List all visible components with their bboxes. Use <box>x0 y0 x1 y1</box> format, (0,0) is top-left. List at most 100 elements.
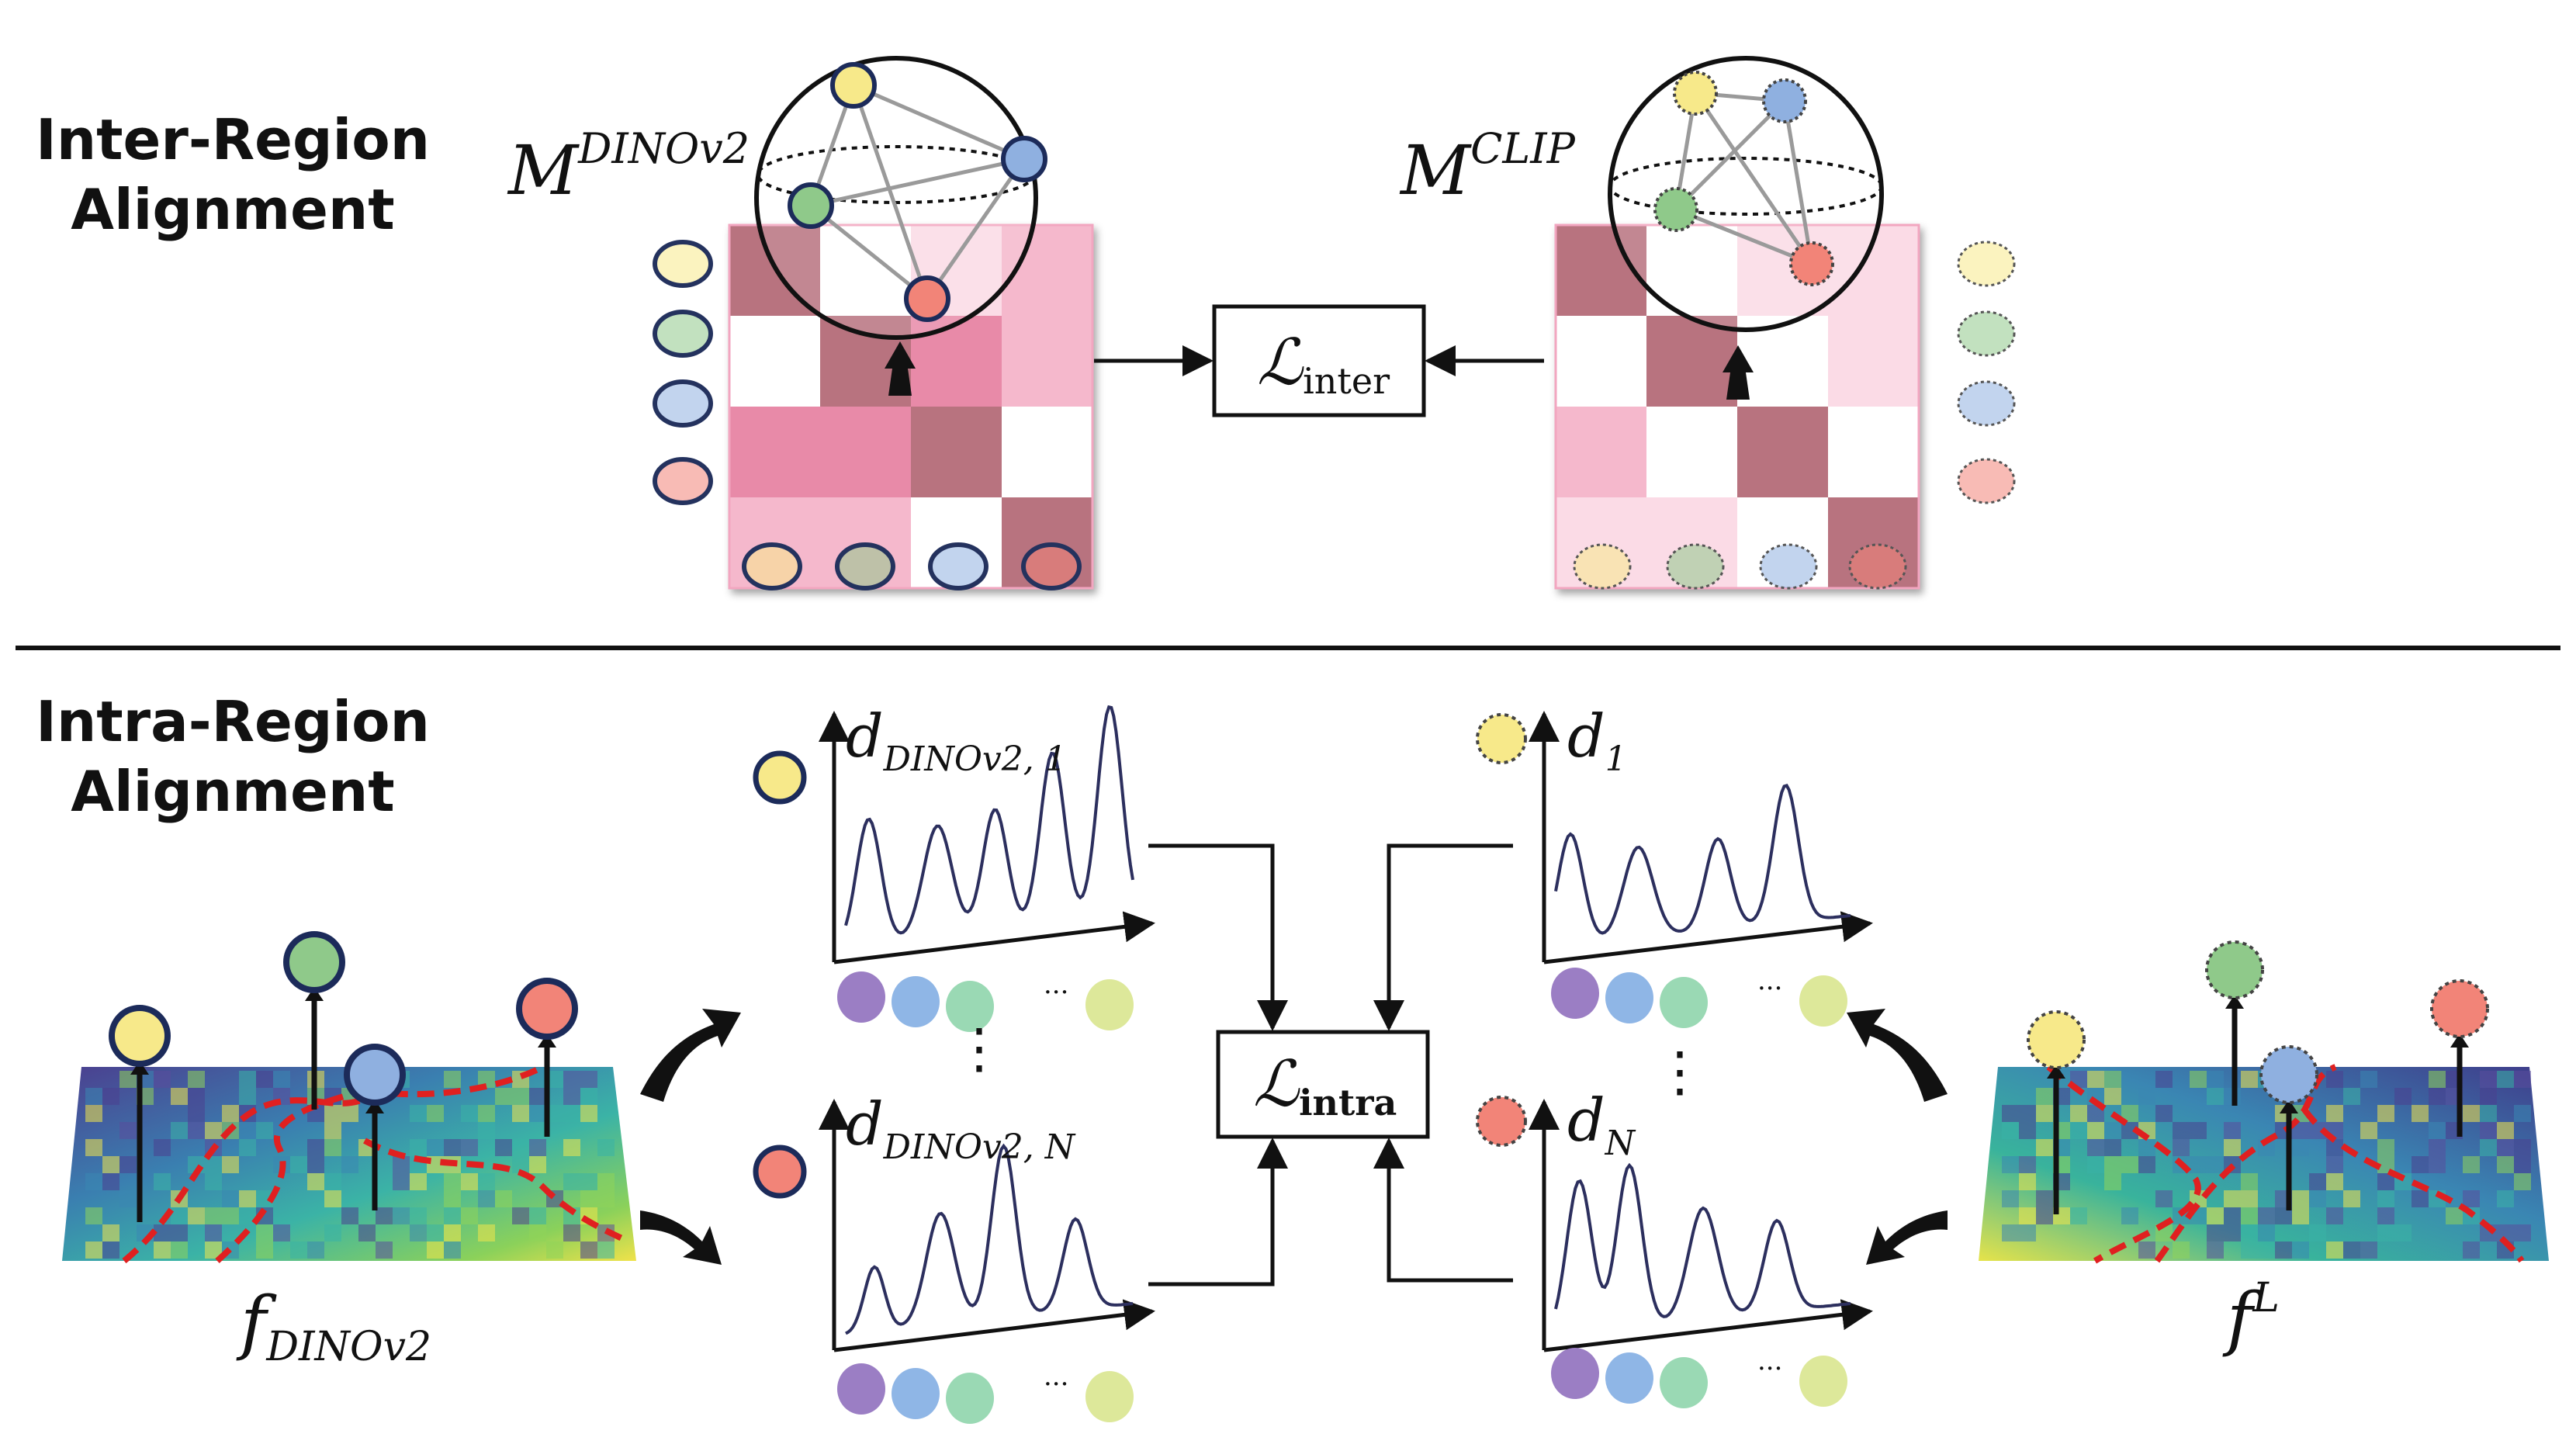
feature-texture <box>580 1105 597 1122</box>
feature-texture <box>290 1156 307 1173</box>
feature-texture <box>2258 1207 2275 1224</box>
feature-texture <box>239 1207 256 1224</box>
feature-texture <box>2036 1105 2053 1122</box>
token-icon <box>1660 977 1708 1028</box>
token-icon <box>1085 979 1134 1030</box>
token-icon <box>1551 1348 1599 1399</box>
feature-texture <box>2104 1071 2121 1088</box>
inter-title-line1: Inter-Region <box>36 107 430 172</box>
matrix-cell <box>1646 407 1737 497</box>
feature-texture <box>239 1071 256 1088</box>
feature-texture <box>580 1241 597 1259</box>
feature-texture <box>427 1224 444 1241</box>
node-icon <box>1789 241 1834 286</box>
ellipsis: ··· <box>1757 973 1782 1004</box>
matrix-cell <box>1002 407 1092 497</box>
feature-texture <box>2070 1122 2087 1139</box>
feature-texture <box>2019 1122 2036 1139</box>
feature-texture <box>85 1139 102 1156</box>
matrix-cell <box>729 407 820 497</box>
token-icon <box>1666 543 1725 590</box>
feature-texture <box>85 1207 102 1224</box>
token-icon <box>837 971 885 1023</box>
token-icon <box>1605 972 1653 1023</box>
pin-arrow-icon <box>2047 1065 2065 1079</box>
matrix-cell <box>911 407 1002 497</box>
feature-texture <box>2190 1156 2207 1173</box>
token-icon <box>1551 968 1599 1019</box>
feature-texture <box>2514 1156 2531 1173</box>
feature-texture <box>102 1156 119 1173</box>
feature-texture <box>256 1224 273 1241</box>
feature-texture <box>410 1207 427 1224</box>
feature-texture <box>2360 1122 2377 1139</box>
feature-texture <box>444 1173 461 1190</box>
feature-texture <box>2241 1071 2258 1088</box>
pin-arrow-icon <box>2225 995 2244 1009</box>
feature-texture <box>188 1088 205 1105</box>
distribution-curve <box>844 705 1134 935</box>
feature-texture <box>444 1190 461 1207</box>
feature-texture <box>2514 1071 2531 1088</box>
feature-texture <box>597 1241 615 1259</box>
feature-texture <box>2463 1105 2480 1122</box>
feature-texture <box>102 1241 119 1259</box>
feature-texture <box>2036 1190 2053 1207</box>
node-icon <box>1653 187 1698 232</box>
node-icon <box>516 978 578 1040</box>
feature-texture <box>2309 1173 2326 1190</box>
feature-texture <box>444 1207 461 1224</box>
feature-texture <box>2429 1139 2446 1156</box>
feature-texture <box>580 1071 597 1088</box>
feature-texture <box>2138 1088 2155 1105</box>
feature-texture <box>188 1122 205 1139</box>
feature-texture <box>2463 1156 2480 1173</box>
feature-texture <box>119 1156 137 1173</box>
feature-texture <box>2155 1105 2173 1122</box>
feature-texture <box>461 1139 478 1156</box>
feature-texture <box>2429 1071 2446 1088</box>
feature-texture <box>188 1071 205 1088</box>
token-icon <box>653 379 713 428</box>
feature-texture <box>2377 1207 2394 1224</box>
feature-texture <box>102 1224 119 1241</box>
inter-loss-box <box>1212 304 1426 417</box>
feature-texture <box>2309 1224 2326 1241</box>
matrix-cell <box>820 407 911 497</box>
matrix-cell <box>911 316 1002 407</box>
clip-top-dist-label: d1 <box>1567 701 1627 779</box>
feature-texture <box>2121 1207 2138 1224</box>
feature-texture <box>2429 1088 2446 1105</box>
distribution-curve <box>1554 784 1851 935</box>
feature-texture <box>512 1088 529 1105</box>
feature-texture <box>597 1173 615 1190</box>
feature-texture <box>495 1139 512 1156</box>
feature-texture <box>154 1173 171 1190</box>
feature-texture <box>239 1122 256 1139</box>
node-icon <box>283 931 345 993</box>
clip-matrix-label: MCLIP <box>1399 124 1577 210</box>
feature-texture <box>154 1241 171 1259</box>
feature-texture <box>2377 1190 2394 1207</box>
dino-bottom-dist-label: dDINOv2, N <box>846 1089 1076 1167</box>
feature-texture <box>2002 1122 2019 1139</box>
node-icon <box>753 1145 807 1199</box>
token-icon <box>653 310 713 358</box>
feature-texture <box>563 1207 580 1224</box>
feature-texture <box>85 1241 102 1259</box>
dino-region-pins <box>109 931 578 1222</box>
feature-texture <box>393 1207 410 1224</box>
feature-texture <box>529 1139 546 1156</box>
feature-texture <box>2377 1173 2394 1190</box>
feature-texture <box>2480 1122 2497 1139</box>
node-icon <box>753 750 807 805</box>
feature-texture <box>324 1139 341 1156</box>
feature-texture <box>2497 1156 2514 1173</box>
feature-texture <box>2412 1105 2429 1122</box>
distribution-plots: ············ <box>753 705 1873 1424</box>
feature-texture <box>410 1105 427 1122</box>
feature-texture <box>580 1190 597 1207</box>
clip-magnifier-circle-icon <box>1608 56 1884 400</box>
distribution-curve <box>845 1143 1134 1335</box>
feature-texture <box>2173 1139 2190 1156</box>
